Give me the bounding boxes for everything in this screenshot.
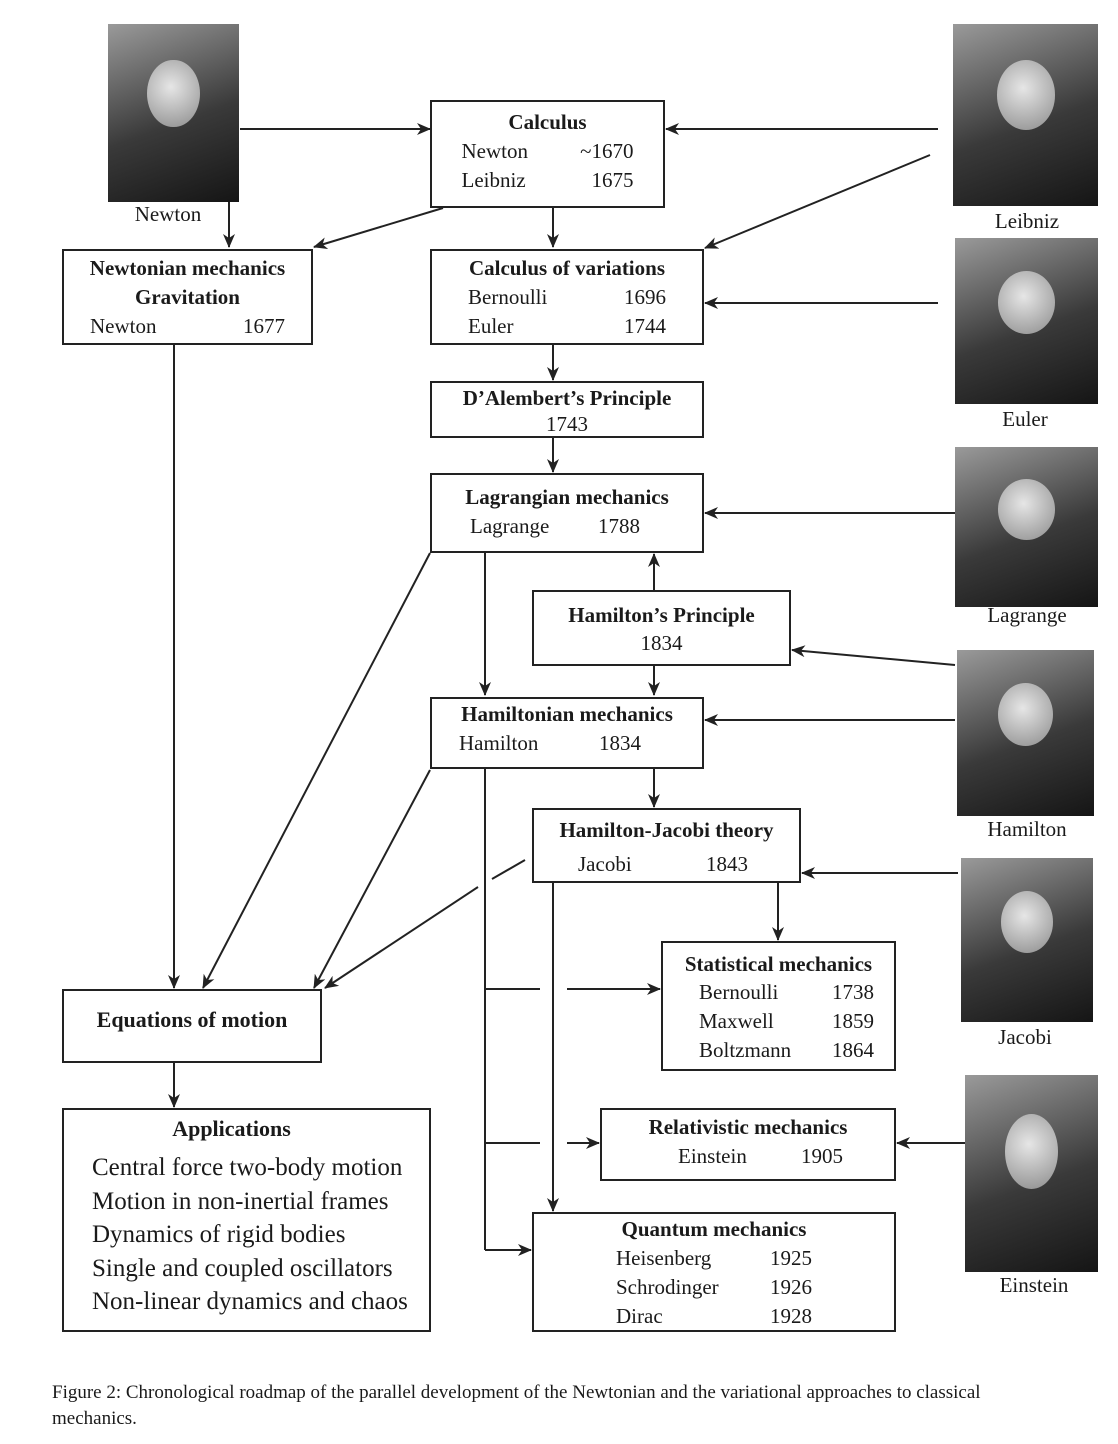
hamilton-label: Hamilton bbox=[987, 817, 1067, 841]
einstein-portrait bbox=[965, 1075, 1098, 1272]
person: Boltzmann bbox=[699, 1038, 792, 1062]
year: 1738 bbox=[832, 980, 874, 1004]
person: Schrodinger bbox=[616, 1275, 719, 1299]
euler-portrait bbox=[955, 238, 1098, 404]
list-item: Non-linear dynamics and chaos bbox=[92, 1288, 408, 1315]
year: 1859 bbox=[832, 1009, 874, 1033]
arrow-hamilton-hp bbox=[791, 645, 956, 666]
arrow-leibniz-variations bbox=[704, 154, 931, 249]
lagrangian-mechanics-box: Lagrangian mechanics Lagrange 1788 bbox=[430, 473, 704, 553]
hp-year: 1834 bbox=[640, 631, 683, 655]
dalembert-box: D’Alembert’s Principle 1743 bbox=[430, 381, 704, 438]
dalembert-title: D’Alembert’s Principle bbox=[462, 386, 672, 410]
arrow-hamiltonian-equations bbox=[313, 769, 431, 989]
year: ~1670 bbox=[580, 139, 634, 163]
quantum-mechanics-box: Quantum mechanics Heisenberg 1925 Schrodi… bbox=[532, 1212, 896, 1332]
newtonian-subtitle: Gravitation bbox=[135, 285, 240, 309]
year: 1925 bbox=[770, 1246, 812, 1270]
person: Hamilton bbox=[459, 731, 539, 755]
relativistic-mechanics-box: Relativistic mechanics Einstein 1905 bbox=[600, 1108, 896, 1181]
person: Leibniz bbox=[461, 168, 526, 192]
hamilton-portrait bbox=[957, 650, 1094, 816]
newtonian-title: Newtonian mechanics bbox=[89, 256, 286, 280]
applications-title: Applications bbox=[172, 1116, 291, 1141]
person: Einstein bbox=[678, 1144, 747, 1168]
figure-caption: Figure 2: Chronological roadmap of the p… bbox=[52, 1382, 981, 1429]
person: Maxwell bbox=[699, 1009, 774, 1033]
list-item: Motion in non-inertial frames bbox=[92, 1187, 389, 1215]
hamilton-jacobi-box: Hamilton-Jacobi theory Jacobi 1843 bbox=[532, 808, 801, 883]
year: 1696 bbox=[624, 285, 666, 309]
applications-box: Applications Central force two-body moti… bbox=[62, 1108, 431, 1332]
euler-label: Euler bbox=[1002, 407, 1048, 431]
leibniz-label: Leibniz bbox=[994, 209, 1060, 233]
year: 1788 bbox=[598, 514, 640, 538]
year: 1744 bbox=[624, 314, 666, 338]
statistical-title: Statistical mechanics bbox=[684, 952, 873, 976]
calculus-of-variations-box: Calculus of variations Bernoulli 1696 Eul… bbox=[430, 249, 704, 345]
person: Heisenberg bbox=[616, 1246, 712, 1270]
year: 1905 bbox=[801, 1144, 843, 1168]
person: Dirac bbox=[616, 1304, 663, 1328]
year: 1834 bbox=[599, 731, 641, 755]
einstein-label: Einstein bbox=[999, 1273, 1069, 1297]
newtonian-mechanics-box: Newtonian mechanics Gravitation Newton 16… bbox=[62, 249, 313, 345]
arrow-lagrangian-equations bbox=[202, 552, 431, 989]
hamiltonian-mechanics-box: Hamiltonian mechanics Hamilton 1834 bbox=[430, 697, 704, 769]
calculus-title: Calculus bbox=[508, 110, 587, 134]
lagrange-label: Lagrange bbox=[987, 603, 1067, 627]
arrow-hj-equations bbox=[324, 886, 479, 989]
arrow-calculus-newtonian bbox=[313, 207, 444, 249]
year: 1675 bbox=[591, 168, 634, 192]
person: Bernoulli bbox=[699, 980, 779, 1004]
list-item: Central force two-body motion bbox=[92, 1154, 403, 1181]
jacobi-portrait bbox=[961, 858, 1093, 1022]
list-item: Dynamics of rigid bodies bbox=[92, 1221, 346, 1248]
newton-portrait bbox=[108, 24, 239, 202]
jacobi-label: Jacobi bbox=[998, 1025, 1052, 1049]
person: Newton bbox=[461, 139, 529, 163]
lagrangian-title: Lagrangian mechanics bbox=[465, 485, 669, 509]
hamiltonian-title: Hamiltonian mechanics bbox=[461, 702, 673, 726]
quantum-title: Quantum mechanics bbox=[621, 1217, 807, 1241]
dalembert-year: 1743 bbox=[546, 412, 588, 436]
variations-title: Calculus of variations bbox=[468, 256, 665, 280]
person: Euler bbox=[468, 314, 514, 338]
year: 1928 bbox=[770, 1304, 812, 1328]
list-item: Single and coupled oscillators bbox=[92, 1254, 393, 1282]
statistical-mechanics-box: Statistical mechanics Bernoulli 1738 Maxw… bbox=[661, 941, 896, 1071]
person: Bernoulli bbox=[468, 285, 548, 309]
person: Jacobi bbox=[578, 852, 632, 876]
year: 1843 bbox=[706, 852, 748, 876]
hp-title: Hamilton’s Principle bbox=[568, 603, 755, 627]
newton-label: Newton bbox=[134, 202, 202, 226]
year: 1926 bbox=[770, 1275, 812, 1299]
applications-list: Central force two-body motion Motion in … bbox=[64, 1151, 429, 1319]
hj-title: Hamilton-Jacobi theory bbox=[559, 818, 774, 842]
equations-title: Equations of motion bbox=[96, 1007, 288, 1032]
year: 1677 bbox=[243, 314, 285, 338]
hamiltons-principle-box: Hamilton’s Principle 1834 bbox=[532, 590, 791, 666]
leibniz-portrait bbox=[953, 24, 1098, 206]
person: Newton bbox=[90, 314, 157, 338]
relativistic-title: Relativistic mechanics bbox=[648, 1115, 848, 1139]
lagrange-portrait bbox=[955, 447, 1098, 607]
equations-of-motion-box: Equations of motion bbox=[62, 989, 322, 1063]
year: 1864 bbox=[832, 1038, 874, 1062]
calculus-box: Calculus Newton ~1670 Leibniz 1675 bbox=[430, 100, 665, 208]
person: Lagrange bbox=[470, 514, 550, 538]
line-hj-equations-a bbox=[491, 859, 526, 880]
